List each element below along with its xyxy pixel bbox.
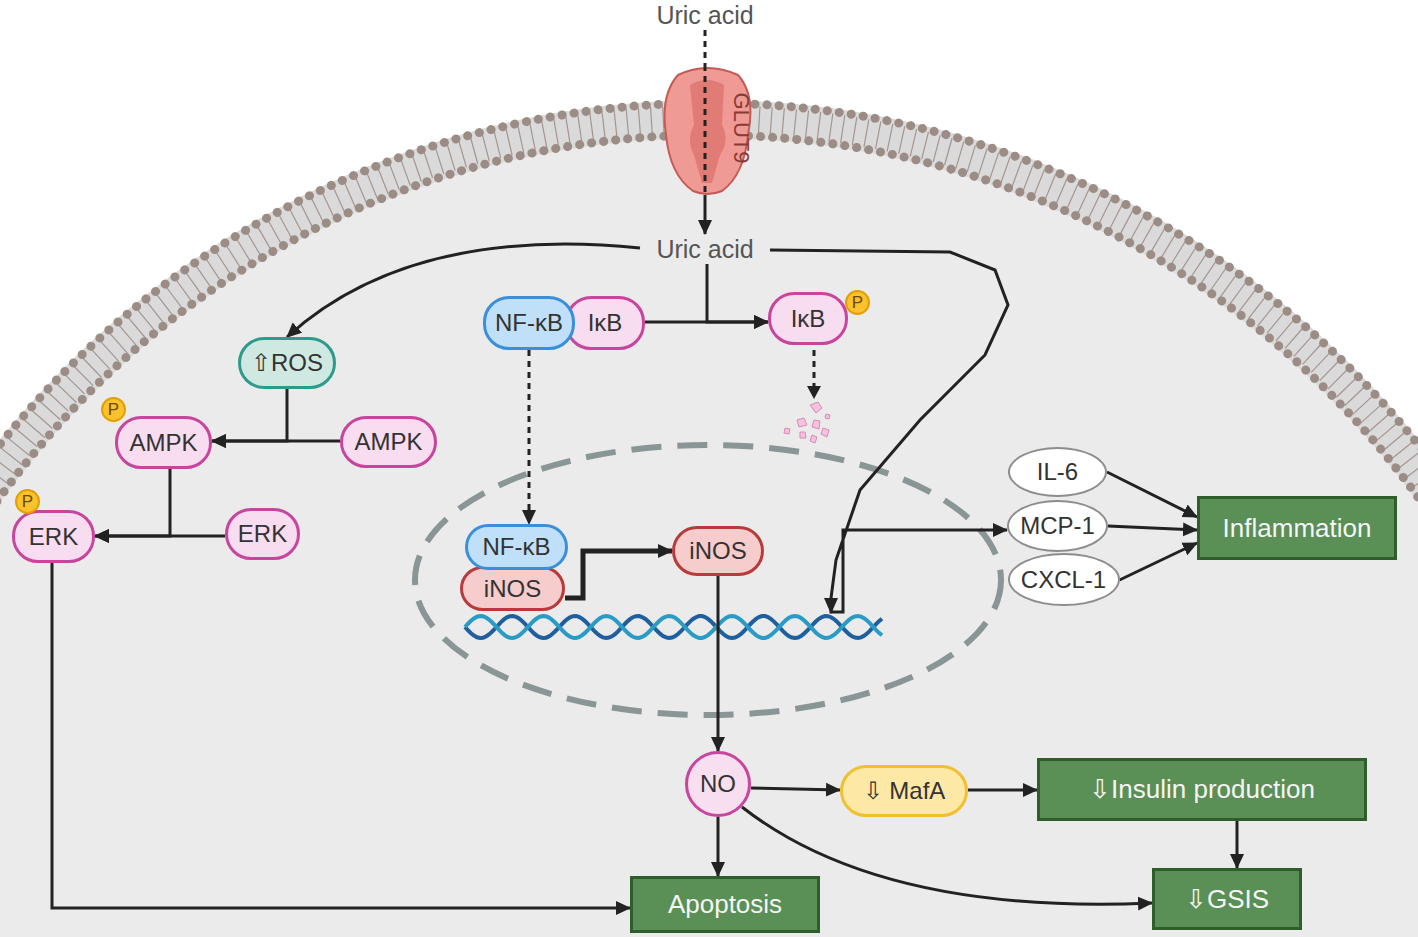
membrane-tails: [0, 119, 1418, 937]
cell-body: [0, 100, 1418, 937]
ikb-fragments: [784, 402, 830, 443]
connector-arrow: [717, 576, 720, 751]
connector-arrow: [1236, 821, 1239, 868]
dna-strand: [465, 616, 882, 638]
dna-strand: [465, 616, 882, 638]
node-label: P: [108, 400, 119, 420]
node-label: Inflammation: [1223, 513, 1372, 544]
outcome-box: Inflammation: [1197, 496, 1397, 560]
ampk-box: AMPK: [115, 416, 212, 469]
node-label: AMPK: [354, 428, 422, 456]
degradation-arrowhead: [807, 386, 821, 399]
cytokine-oval: MCP-1: [1007, 500, 1108, 552]
node-label: CXCL-1: [1021, 566, 1106, 594]
dna-helix: [465, 616, 882, 638]
node-label: Uric acid: [656, 1, 753, 30]
outcome-box: ⇩Insulin production: [1037, 758, 1367, 821]
phospho-badge: P: [845, 290, 870, 315]
outcome-box: Apoptosis: [630, 876, 820, 933]
inos-gene-box: iNOS: [460, 566, 565, 611]
no-circle: NO: [685, 751, 751, 817]
node-label: ⇩GSIS: [1185, 884, 1269, 915]
connector-arrow: [704, 195, 707, 234]
node-label: Uric acid: [656, 235, 753, 264]
connector-arrow: [707, 264, 768, 322]
ampk-box: AMPK: [340, 416, 437, 468]
erk-box: ERK: [225, 508, 300, 560]
connector-arrow: [565, 551, 672, 598]
node-label: iNOS: [689, 537, 746, 565]
nucleus-outline: [415, 445, 1001, 715]
ikb-box: IκB: [768, 292, 848, 345]
connector-arrow: [528, 350, 531, 524]
node-label: P: [852, 293, 863, 313]
text-node: Uric acid: [640, 234, 770, 264]
phospho-badge: P: [15, 489, 40, 514]
connector-arrow: [52, 563, 630, 908]
node-label: IL-6: [1037, 458, 1078, 486]
node-label: P: [22, 492, 33, 512]
connector-arrow: [704, 30, 707, 65]
node-label: IκB: [791, 305, 826, 333]
node-label: MCP-1: [1020, 512, 1095, 540]
outcome-box: ⇩GSIS: [1152, 868, 1302, 930]
nfkb-box: NF-κB: [465, 524, 568, 570]
connector-arrow: [212, 389, 287, 441]
inos-box: iNOS: [672, 526, 764, 576]
connector-arrow: [1120, 543, 1198, 580]
node-label: ⇩Insulin production: [1089, 774, 1315, 805]
node-label: NO: [700, 770, 736, 798]
node-label: IκB: [588, 309, 623, 337]
membrane-heads-outer: [0, 103, 1418, 937]
node-label: AMPK: [129, 429, 197, 457]
connector-arrow: [1107, 472, 1197, 517]
mafa-box: ⇩ MafA: [840, 765, 968, 817]
node-label: ERK: [29, 523, 78, 551]
node-label: GLUT9: [728, 93, 754, 164]
text-node: Uric acid: [640, 0, 770, 30]
node-label: NF-κB: [483, 533, 551, 561]
erk-box: ERK: [12, 510, 95, 563]
node-label: Apoptosis: [668, 889, 782, 920]
nfkb-box: NF-κB: [483, 296, 575, 350]
phospho-badge: P: [101, 397, 126, 422]
membrane-band: [0, 119, 1418, 937]
ros-box: ⇧ROS: [238, 337, 336, 389]
cytokine-oval: IL-6: [1008, 447, 1107, 497]
node-label: ⇧ROS: [251, 349, 323, 377]
node-label: NF-κB: [495, 309, 563, 337]
degradation-arrow: [813, 350, 816, 388]
connector-arrow: [717, 817, 720, 876]
ikb-box: IκB: [565, 296, 645, 350]
cytokine-oval: CXCL-1: [1008, 553, 1120, 606]
node-label: ⇩ MafA: [863, 777, 946, 805]
connector-arrow: [751, 788, 840, 790]
transporter: GLUT9: [660, 65, 755, 195]
connector-arrow: [968, 789, 1037, 792]
connector-arrow: [95, 469, 170, 536]
node-label: ERK: [238, 520, 287, 548]
node-label: iNOS: [484, 575, 541, 603]
connector-arrow: [1108, 526, 1197, 530]
membrane-heads-inner: [0, 135, 1418, 937]
